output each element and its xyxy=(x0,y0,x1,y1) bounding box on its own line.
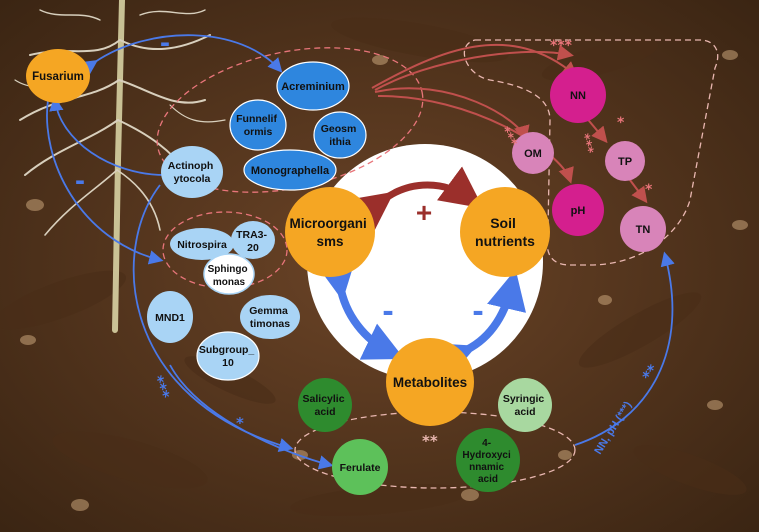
svg-text:4- Hydroxyci nnami: 4- Hydroxyci nnamic acid xyxy=(462,438,513,485)
svg-text:Subgroup_ 10: Subgroup_ 10 xyxy=(199,344,257,369)
node-tp[interactable]: TP xyxy=(605,141,645,181)
gemma-line1: Gemma xyxy=(249,305,288,317)
node-soil-nutrients[interactable]: Soil nutrients xyxy=(460,187,550,277)
gemma-line2: timonas xyxy=(250,318,290,330)
stars-nn-top: *** xyxy=(550,38,573,54)
svg-text:Salicylic acid: Salicylic acid xyxy=(303,393,348,418)
minus-sign-side: - xyxy=(75,164,85,197)
node-sphingomonas[interactable]: Sphingo monas xyxy=(203,253,255,295)
ph-label: pH xyxy=(571,205,586,217)
blue-arrow-right xyxy=(432,269,527,380)
tra3-line1: TRA3- xyxy=(236,229,267,241)
node-geosmithia[interactable]: Geosm ithia xyxy=(313,111,367,159)
soil-line1: Soil xyxy=(490,215,516,231)
microorganisms-line1: Microorgani xyxy=(289,216,366,231)
node-hydroxycinnamic[interactable]: 4- Hydroxyci nnamic acid xyxy=(456,428,520,492)
node-microorganisms[interactable]: Microorgani sms xyxy=(285,187,375,277)
nn-label: NN xyxy=(570,90,586,102)
node-ph[interactable]: pH xyxy=(552,184,604,236)
node-gemmatimonas[interactable]: Gemma timonas xyxy=(240,295,300,339)
fusarium-label: Fusarium xyxy=(32,71,84,83)
svg-text:Syringic acid: Syringic acid xyxy=(503,393,547,418)
blue-arrow-left xyxy=(316,258,405,360)
syringic-line1: Syringic xyxy=(503,393,545,405)
hydroxy-line4: acid xyxy=(478,474,498,485)
bacteria-group-outline xyxy=(162,211,288,289)
sphingo-line1: Sphingo xyxy=(208,264,248,275)
svg-text:Geosm ithia: Geosm ithia xyxy=(321,123,360,148)
stars-ph: *** xyxy=(576,132,596,156)
hydroxy-line3: nnamic xyxy=(469,462,504,473)
node-metabolites[interactable]: Metabolites xyxy=(386,338,474,426)
plus-sign: + xyxy=(416,197,432,228)
tp-label: TP xyxy=(618,156,632,168)
svg-text:Actinoph ytocola: Actinoph ytocola xyxy=(168,160,216,185)
actinoph-line1: Actinoph xyxy=(168,160,214,172)
subgroup-line1: Subgroup_ xyxy=(199,344,255,356)
stars-left-one: * xyxy=(236,414,244,432)
node-funnelif[interactable]: Funnelif ormis xyxy=(229,99,287,151)
node-actinophytocola[interactable]: Actinoph ytocola xyxy=(161,146,223,198)
mnd1-label: MND1 xyxy=(155,312,185,324)
acreminium-label: Acreminium xyxy=(281,81,345,93)
node-subgroup10[interactable]: Subgroup_ 10 xyxy=(196,331,260,381)
funnelif-line1: Funnelif xyxy=(236,113,277,125)
red-double-arrow xyxy=(348,166,484,234)
ferulate-label: Ferulate xyxy=(340,462,381,474)
tra3-line2: 20 xyxy=(247,242,259,254)
minus-sign-left: - xyxy=(382,292,393,330)
svg-text:TRA3- 20: TRA3- 20 xyxy=(236,229,270,254)
svg-text:Funnelif ormis: Funnelif ormis xyxy=(236,113,280,138)
minus-sign-top: - xyxy=(160,26,170,59)
stars-tn: * xyxy=(645,182,653,198)
node-tra3[interactable]: TRA3- 20 xyxy=(231,221,275,259)
subgroup-line2: 10 xyxy=(222,357,234,369)
microorganisms-line2: sms xyxy=(316,234,343,249)
node-salicylic[interactable]: Salicylic acid xyxy=(298,378,352,432)
syringic-line2: acid xyxy=(514,406,535,418)
metabolites-label: Metabolites xyxy=(393,375,467,390)
node-monographella[interactable]: Monographella xyxy=(243,149,337,191)
svg-text:Soil nutrients: Soil nutrients xyxy=(475,215,535,249)
node-mnd1[interactable]: MND1 xyxy=(147,291,193,343)
tn-label: TN xyxy=(636,224,651,236)
node-ferulate[interactable]: Ferulate xyxy=(332,439,388,495)
geosm-line2: ithia xyxy=(329,136,351,148)
node-tn[interactable]: TN xyxy=(620,206,666,252)
minus-sign-right: - xyxy=(472,292,483,330)
svg-text:Sphingo monas: Sphingo monas xyxy=(208,264,251,288)
nutrient-group-outline xyxy=(463,39,719,266)
funnelif-line2: ormis xyxy=(244,126,273,138)
salicylic-line2: acid xyxy=(314,406,335,418)
om-label: OM xyxy=(524,148,542,160)
nitrospira-label: Nitrospira xyxy=(177,239,227,251)
blue-arrows xyxy=(46,34,675,470)
node-nn[interactable]: NN xyxy=(550,67,606,123)
soil-line2: nutrients xyxy=(475,233,535,249)
stars-bottom-two: ** xyxy=(422,432,438,450)
salicylic-line1: Salicylic xyxy=(303,393,345,405)
monographella-label: Monographella xyxy=(251,165,330,177)
node-fusarium[interactable]: Fusarium xyxy=(26,49,90,103)
node-om[interactable]: OM xyxy=(512,132,554,174)
node-syringic[interactable]: Syringic acid xyxy=(498,378,552,432)
geosm-line1: Geosm xyxy=(321,123,357,135)
stars-tp: * xyxy=(617,115,625,131)
sphingo-line2: monas xyxy=(213,277,246,288)
svg-text:Gemma timonas: Gemma timonas xyxy=(249,305,290,330)
hydroxy-line1: 4- xyxy=(482,438,491,449)
hydroxy-line2: Hydroxyci xyxy=(462,450,511,461)
red-arrows xyxy=(371,43,648,204)
svg-text:Microorgani sms: Microorgani sms xyxy=(289,216,370,249)
node-nitrospira[interactable]: Nitrospira xyxy=(170,228,234,260)
node-acreminium[interactable]: Acreminium xyxy=(276,61,350,111)
actinoph-line2: ytocola xyxy=(174,173,211,185)
